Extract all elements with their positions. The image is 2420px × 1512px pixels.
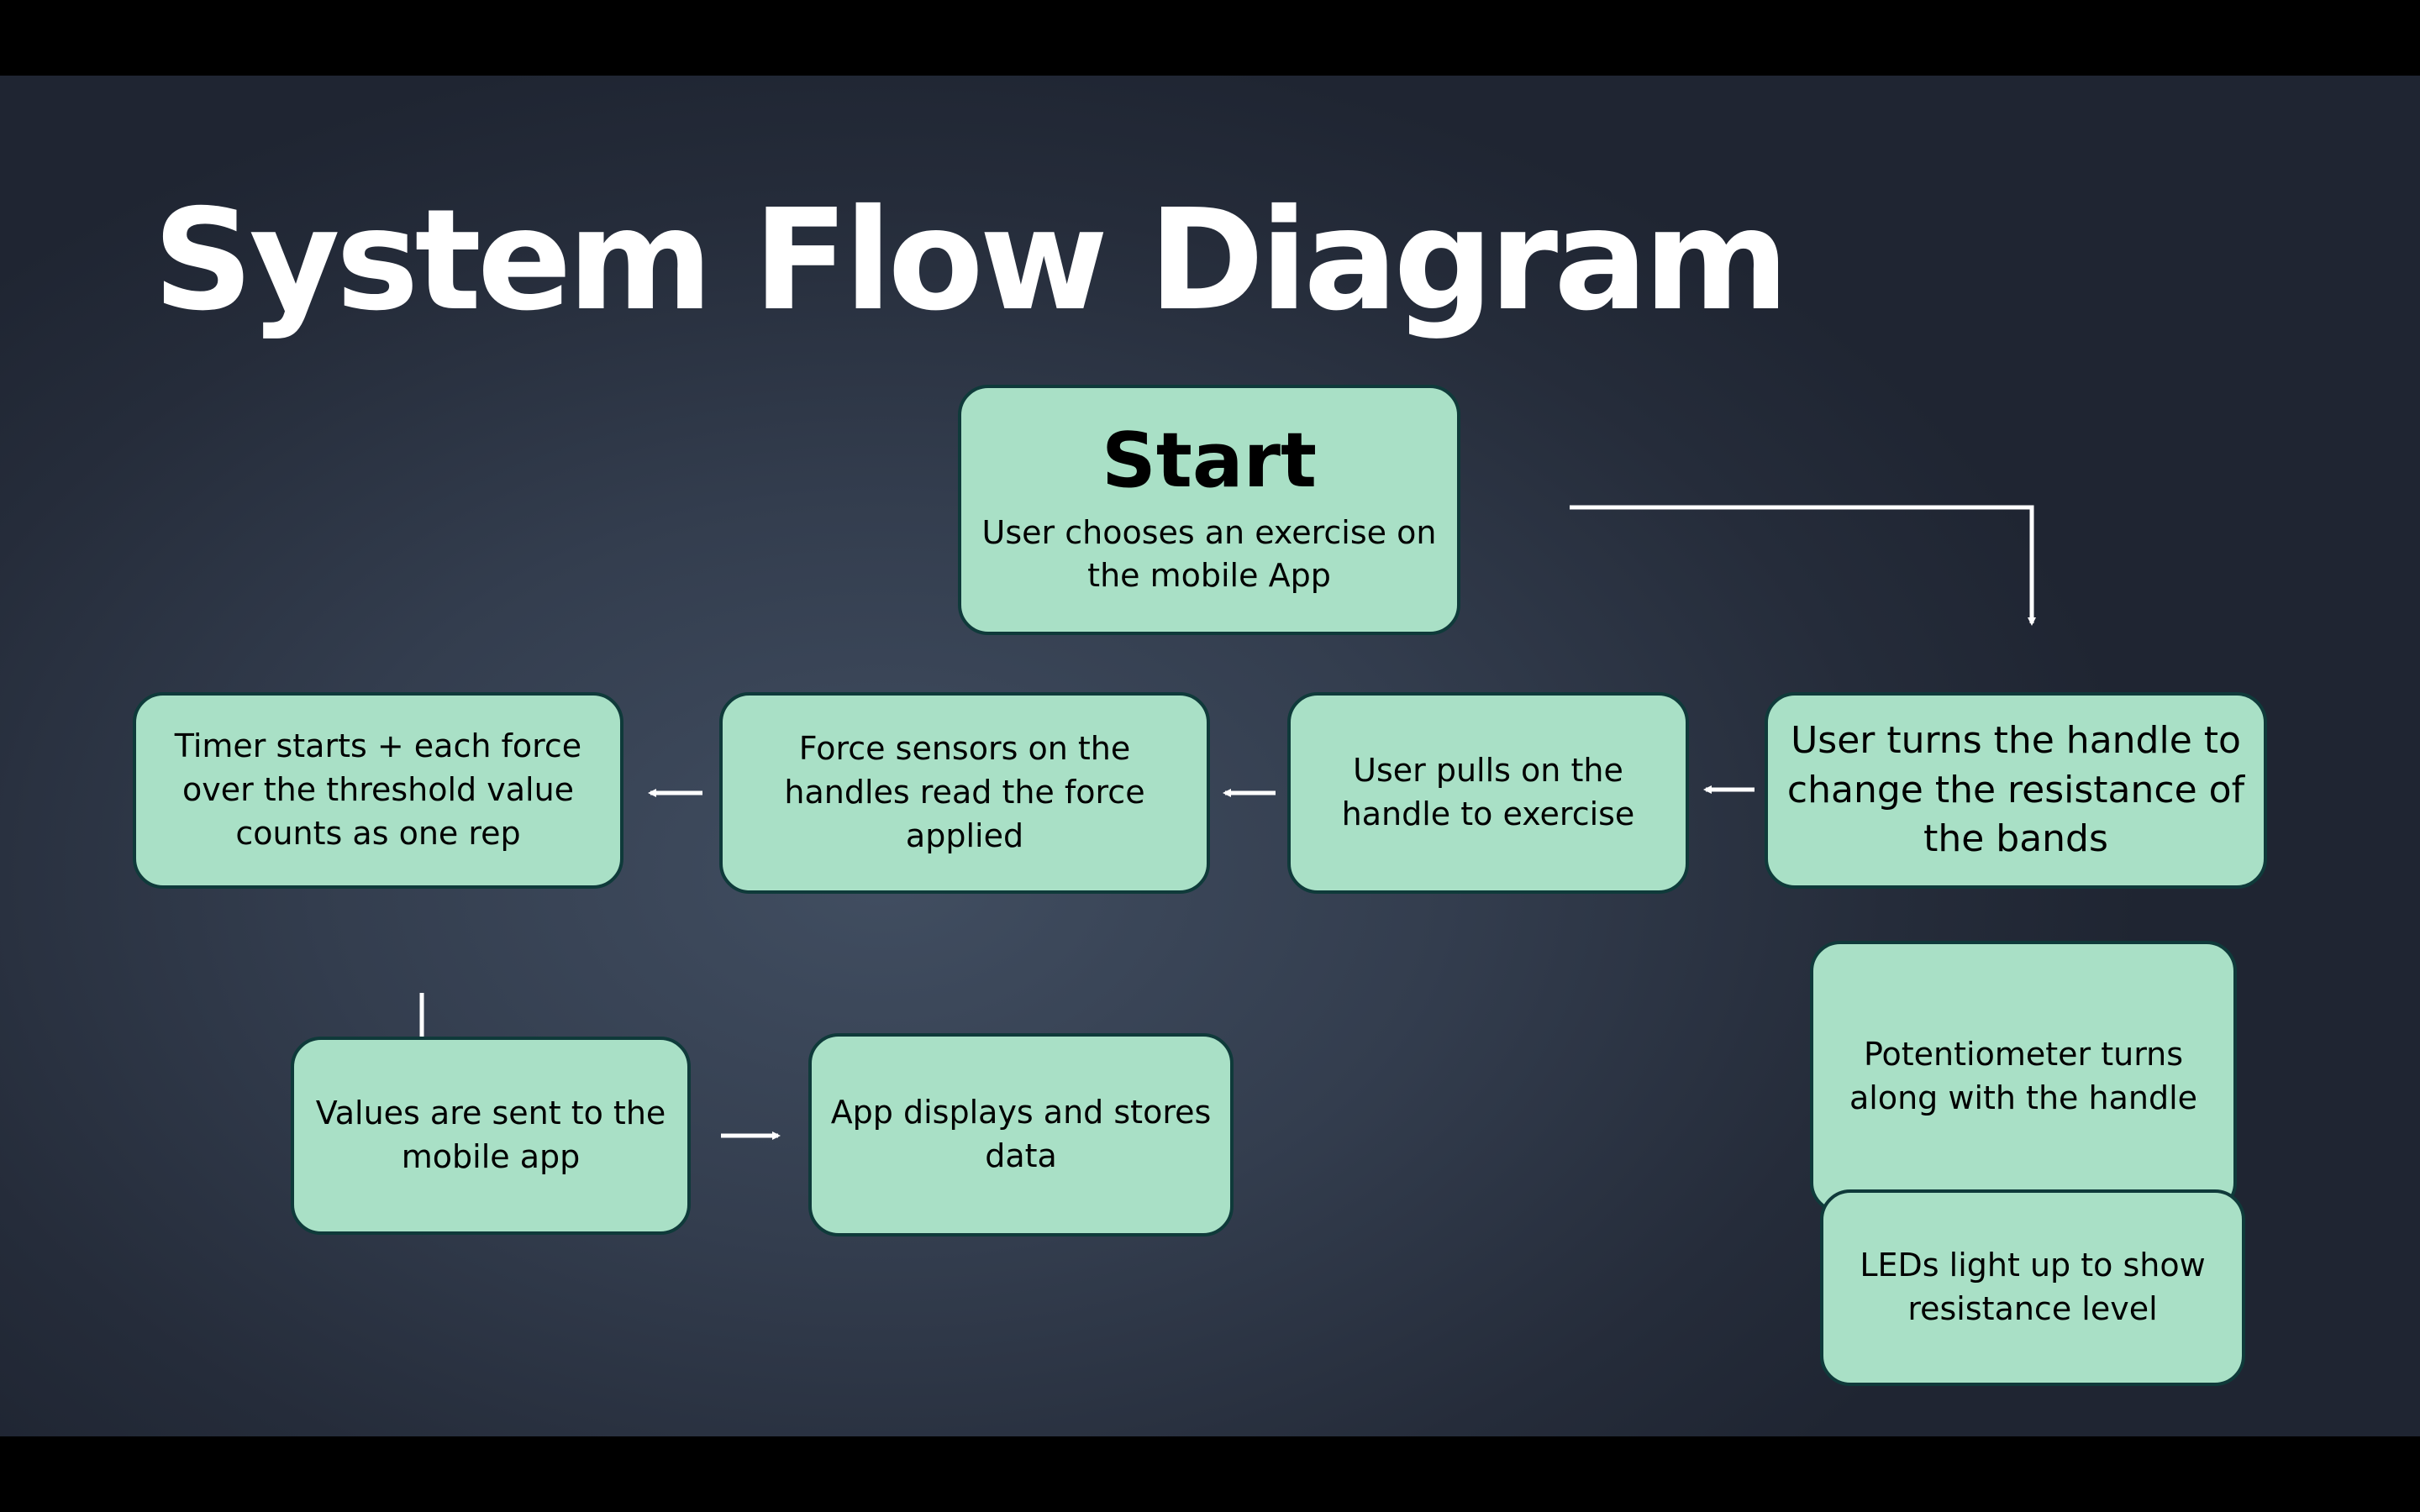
slide: System Flow Diagram Start bbox=[0, 76, 2420, 1436]
start-heading: Start bbox=[1102, 417, 1317, 506]
letterbox-bottom bbox=[0, 1436, 2420, 1512]
force-sensors-text: Force sensors on the handles read the fo… bbox=[784, 730, 1145, 854]
potentiometer-text: Potentiometer turns along with the handl… bbox=[1849, 1036, 2198, 1116]
turn-handle-text: User turns the handle to change the resi… bbox=[1786, 719, 2245, 861]
letterbox-top bbox=[0, 0, 2420, 76]
app-displays-box: App displays and stores data bbox=[808, 1033, 1234, 1236]
pull-handle-text: User pulls on the handle to exercise bbox=[1341, 752, 1635, 832]
arrow-start-to-turn-handle bbox=[1570, 505, 2036, 626]
pull-handle-box: User pulls on the handle to exercise bbox=[1287, 692, 1689, 894]
leds-text: LEDs light up to show resistance level bbox=[1860, 1247, 2206, 1327]
start-box: Start User chooses an exercise on the mo… bbox=[958, 385, 1460, 635]
timer-reps-box: Timer starts + each force over the thres… bbox=[133, 692, 623, 889]
potentiometer-box: Potentiometer turns along with the handl… bbox=[1810, 941, 2237, 1213]
turn-handle-box: User turns the handle to change the resi… bbox=[1765, 692, 2267, 889]
start-text: User chooses an exercise on the mobile A… bbox=[981, 513, 1437, 595]
timer-reps-text: Timer starts + each force over the thres… bbox=[174, 727, 582, 852]
values-sent-box: Values are sent to the mobile app bbox=[291, 1037, 691, 1235]
values-sent-text: Values are sent to the mobile app bbox=[315, 1095, 666, 1175]
leds-box: LEDs light up to show resistance level bbox=[1820, 1189, 2245, 1386]
app-displays-text: App displays and stores data bbox=[830, 1094, 1212, 1174]
force-sensors-box: Force sensors on the handles read the fo… bbox=[719, 692, 1210, 894]
slide-title: System Flow Diagram bbox=[153, 180, 1789, 342]
